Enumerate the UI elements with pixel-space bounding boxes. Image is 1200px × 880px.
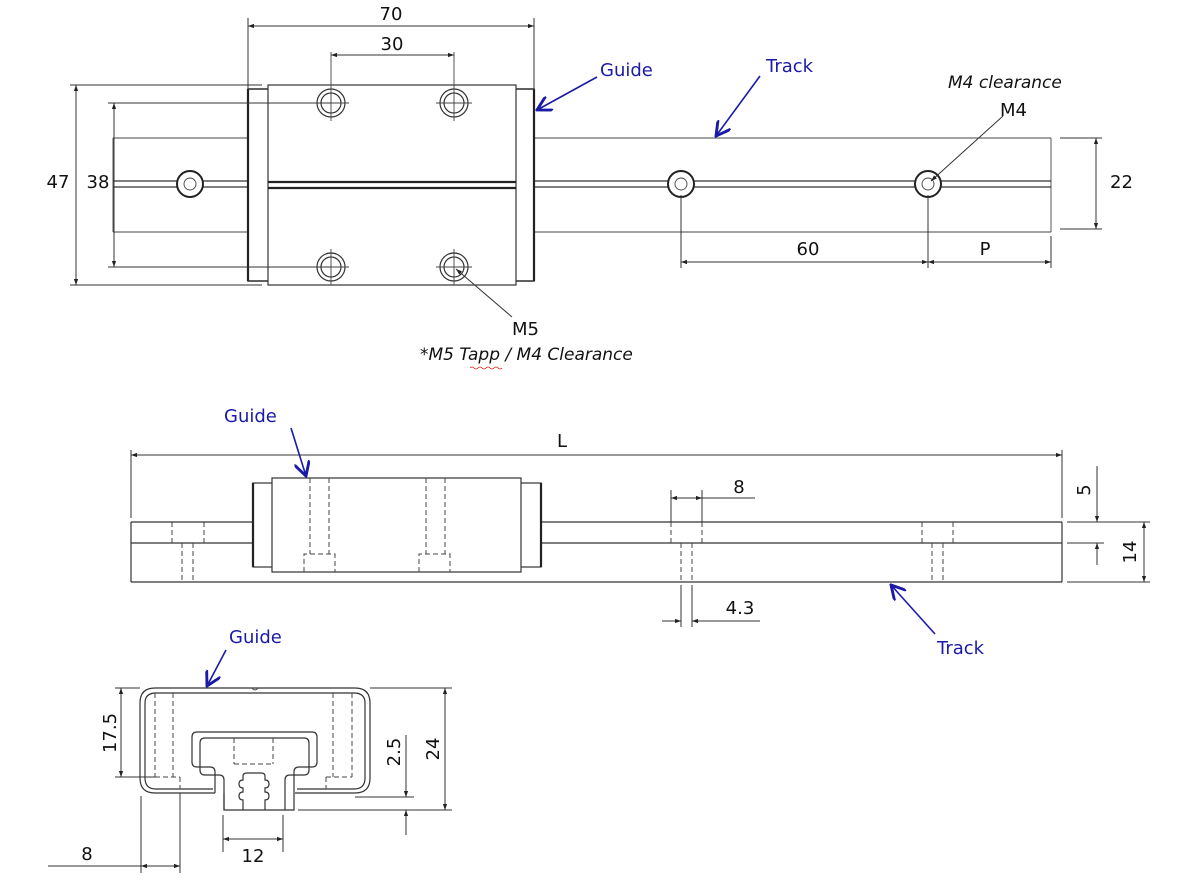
m4-note: M4	[1000, 100, 1027, 121]
dim-22-label: 22	[1110, 172, 1133, 193]
dim-17-5: 17.5	[100, 687, 155, 778]
dim-47: 47	[47, 84, 262, 286]
m5-tapp-note: *M5 Tapp / M4 Clearance	[420, 345, 633, 365]
end-guide-label: Guide	[229, 627, 282, 648]
dim-17-5-label: 17.5	[100, 713, 121, 753]
m5-note: M5	[512, 319, 539, 340]
dim-8-label: 8	[733, 477, 744, 498]
dim-24-label: 24	[423, 738, 444, 761]
dim-30: 30	[331, 34, 454, 58]
track-hole-2	[667, 170, 695, 198]
side-guide-label: Guide	[224, 406, 277, 427]
end-view: 17.5 24 2.5 12 8 Guide	[48, 627, 452, 873]
top-guide-carriage	[246, 84, 536, 286]
track-hole-1	[176, 170, 204, 198]
carriage-hole-br	[436, 249, 472, 285]
top-track-callout: Track	[716, 56, 814, 136]
side-track-label: Track	[936, 638, 985, 659]
m4-callout: M4 clearance M4	[930, 73, 1062, 182]
dim-5: 5	[1067, 466, 1104, 565]
top-guide-label: Guide	[600, 60, 653, 81]
dim-p-label: P	[980, 239, 991, 260]
end-track-profile	[191, 731, 318, 811]
top-track-label: Track	[765, 56, 814, 77]
dim-8-counterbore: 8	[670, 477, 755, 522]
dim-2-5-label: 2.5	[384, 738, 405, 767]
side-guide-callout: Guide	[224, 406, 306, 476]
dim-4-3: 4.3	[662, 585, 760, 627]
dim-8-flange-label: 8	[81, 844, 92, 865]
side-track-callout: Track	[891, 585, 985, 659]
dim-38: 38	[87, 102, 331, 268]
dim-14-label: 14	[1120, 541, 1141, 564]
dim-2-5: 2.5	[355, 735, 414, 835]
dim-30-label: 30	[381, 34, 404, 55]
dim-14: 14	[1067, 521, 1150, 583]
carriage-hole-tr	[436, 52, 472, 121]
dim-38-label: 38	[87, 172, 110, 193]
side-view: L 8 4.3 5	[130, 406, 1150, 659]
dim-12-label: 12	[242, 846, 265, 867]
dim-8-flange: 8	[48, 793, 181, 873]
end-guide-profile	[139, 687, 371, 794]
dim-L: L	[130, 431, 1063, 518]
dim-47-label: 47	[47, 172, 70, 193]
side-track	[130, 521, 1063, 583]
dim-L-label: L	[557, 431, 567, 452]
end-guide-callout: Guide	[207, 627, 282, 686]
top-track	[112, 137, 1052, 233]
dim-70: 70	[247, 4, 535, 89]
side-guide-carriage	[251, 477, 543, 573]
dim-12: 12	[222, 815, 284, 867]
dim-60-label: 60	[797, 239, 820, 260]
dim-60-p: 60 P	[680, 195, 1052, 268]
top-view: 70 30 47 38 22	[47, 4, 1133, 370]
top-guide-callout: Guide	[537, 60, 653, 110]
dim-24: 24	[298, 687, 452, 811]
m4-clearance-note: M4 clearance	[948, 73, 1062, 93]
dim-4-3-label: 4.3	[726, 598, 755, 619]
dim-70-label: 70	[380, 4, 403, 25]
dim-5-label: 5	[1074, 484, 1095, 495]
dim-22: 22	[1060, 137, 1133, 230]
m5-callout: M5 *M5 Tapp / M4 Clearance	[420, 268, 633, 370]
